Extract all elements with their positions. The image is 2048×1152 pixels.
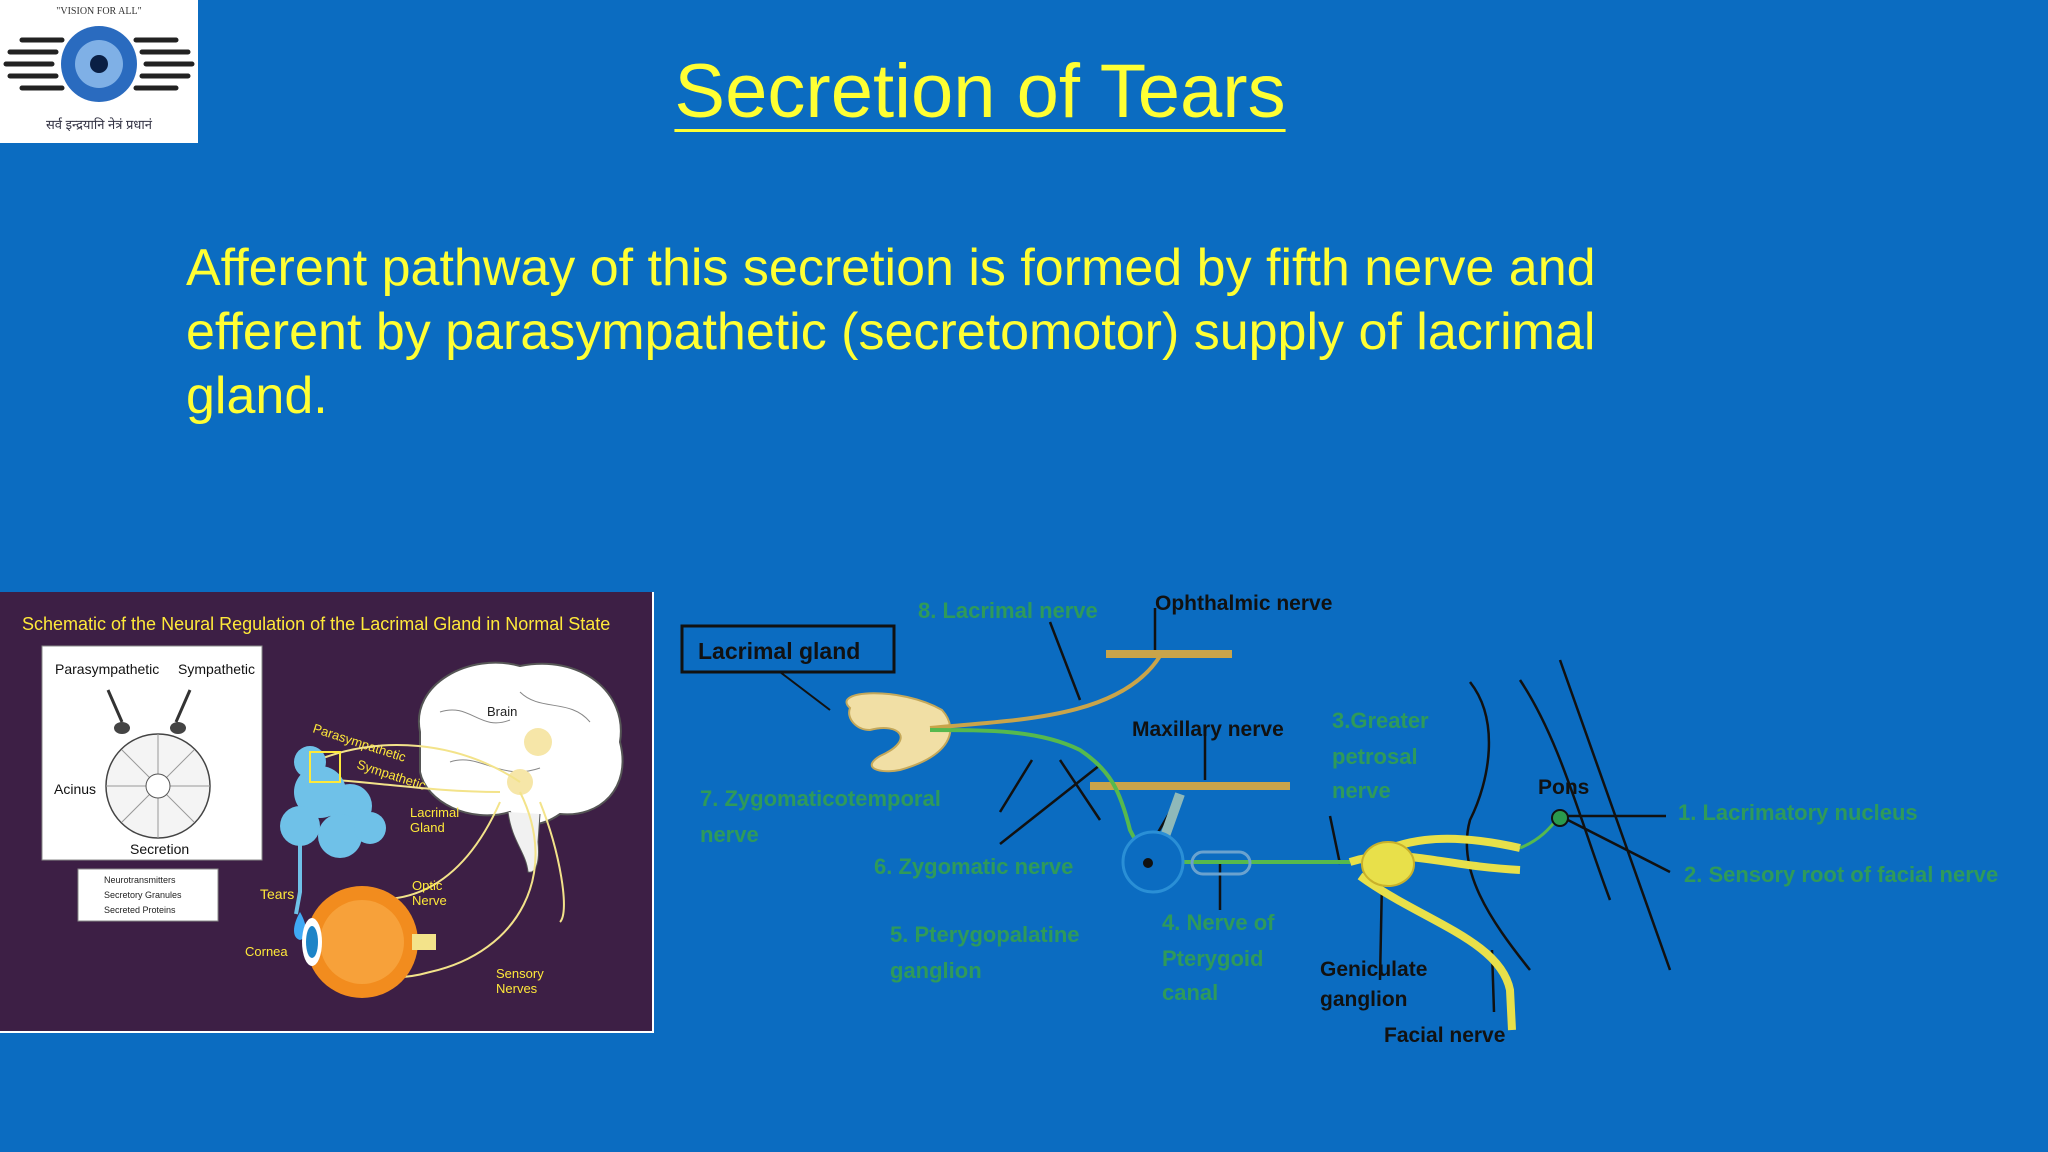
optic-nerve-label-1: Optic — [412, 878, 443, 893]
ophthalmic-nerve-bar — [1106, 650, 1232, 658]
acinus-label: Acinus — [54, 781, 96, 797]
logo: "VISION FOR ALL" सर्व इन्द्रयानि नेत्रं … — [0, 0, 198, 143]
lacrimatory-nucleus-label: 1. Lacrimatory nucleus — [1678, 800, 1918, 825]
neural-regulation-schematic: Schematic of the Neural Regulation of th… — [0, 592, 654, 1033]
pterygoid-canal-label-1: 4. Nerve of — [1162, 910, 1275, 935]
tears-label: Tears — [260, 886, 294, 902]
sensory-root-label: 2. Sensory root of facial nerve — [1684, 862, 1998, 887]
pterygopalatine-ganglion-icon — [1121, 830, 1185, 894]
sensory-nerves-label-1: Sensory — [496, 966, 544, 981]
greater-petrosal-label-3: nerve — [1332, 778, 1391, 803]
logo-tagline: सर्व इन्द्रयानि नेत्रं प्रधानं — [45, 117, 152, 132]
geniculate-ganglion-label-1: Geniculate — [1320, 958, 1427, 981]
pterygopalatine-label-1: 5. Pterygopalatine — [890, 922, 1080, 947]
lacrimal-nerve-label: 8. Lacrimal nerve — [918, 598, 1098, 623]
lacrimal-gland-label-1: Lacrimal — [410, 805, 459, 820]
lacrimal-gland-icon — [280, 746, 386, 915]
logo-motto: "VISION FOR ALL" — [56, 6, 142, 17]
lacrimal-gland-shape-icon — [845, 692, 952, 773]
legend-neurotransmitters: Neurotransmitters — [104, 875, 176, 885]
inset-legend-box — [77, 868, 219, 922]
brain-icon — [417, 661, 624, 873]
zygomatic-nerve-label: 6. Zygomatic nerve — [874, 854, 1073, 879]
neural-regulation-svg: Schematic of the Neural Regulation of th… — [22, 614, 624, 998]
lacrimal-gland-box — [680, 624, 896, 674]
zygomaticotemporal-label-2: nerve — [700, 822, 759, 847]
legend-secretory-granules: Secretory Granules — [104, 890, 182, 900]
inset-sympathetic-label: Sympathetic — [178, 661, 255, 677]
gland-highlight-box — [309, 751, 341, 783]
diagram-leader-lines — [998, 608, 1672, 1013]
geniculate-ganglion-label-2: ganglion — [1320, 988, 1408, 1011]
ganglion-center-dot — [1143, 858, 1153, 868]
zygomaticotemporal-label-1: 7. Zygomaticotemporal — [700, 786, 941, 811]
optic-nerve-label-2: Nerve — [412, 893, 447, 908]
pons-label: Pons — [1538, 776, 1589, 799]
lacrimal-nerve-pathway-diagram: Lacrimal gland Ophthalmic nerve Maxillar… — [660, 580, 2048, 1065]
ophthalmic-nerve-label: Ophthalmic nerve — [1155, 592, 1332, 615]
inset-parasympathetic-label: Parasympathetic — [55, 661, 159, 677]
slide-body-text: Afferent pathway of this secretion is fo… — [186, 239, 1596, 425]
pterygopalatine-label-2: ganglion — [890, 958, 982, 983]
maxillary-nerve-label: Maxillary nerve — [1132, 718, 1284, 741]
facial-nerve-label: Facial nerve — [1384, 1024, 1505, 1047]
geniculate-ganglion-icon — [1361, 841, 1415, 887]
lacrimatory-nucleus-icon — [1551, 809, 1569, 827]
pterygoid-canal-label-3: canal — [1162, 980, 1218, 1005]
legend-secreted-proteins: Secreted Proteins — [104, 905, 176, 915]
secretion-label: Secretion — [130, 841, 189, 857]
greater-petrosal-label-2: petrosal — [1332, 744, 1418, 769]
schematic-heading: Schematic of the Neural Regulation of th… — [22, 614, 610, 634]
pterygoid-canal-icon — [1190, 850, 1252, 876]
sensory-nerves-label-2: Nerves — [496, 981, 538, 996]
lacrimal-gland-label-2: Gland — [410, 820, 445, 835]
slide-title: Secretion of Tears — [674, 49, 1286, 134]
nerve-pathway-svg: Lacrimal gland Ophthalmic nerve Maxillar… — [680, 592, 1998, 1047]
greater-petrosal-label-1: 3.Greater — [1332, 708, 1429, 733]
acinus-cell-icon — [105, 689, 211, 839]
cornea-label: Cornea — [245, 944, 288, 959]
eye-logo-icon — [3, 26, 195, 102]
maxillary-nerve-bar — [1090, 782, 1290, 790]
nerve-paths — [929, 654, 1560, 1031]
lacrimal-gland-label: Lacrimal gland — [698, 638, 860, 664]
brain-label: Brain — [487, 704, 517, 719]
pterygoid-canal-label-2: Pterygoid — [1162, 946, 1263, 971]
eyeball-icon — [302, 886, 436, 998]
